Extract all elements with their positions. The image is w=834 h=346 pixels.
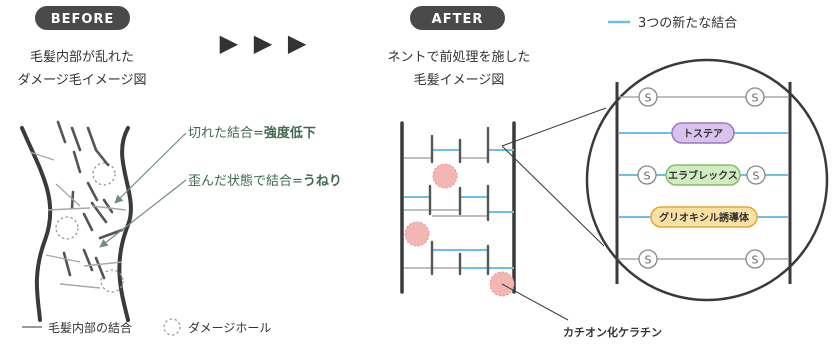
zoom-leader-top <box>501 107 607 147</box>
tostea-badge <box>671 122 735 144</box>
damage-hole <box>55 216 79 240</box>
disulfide-bond-right <box>746 165 766 185</box>
damaged-hair <box>20 120 133 322</box>
broken-bonds <box>56 120 124 280</box>
before-pill <box>35 6 130 30</box>
damage-hole <box>100 269 124 293</box>
legend-inner-bonds: 毛髪内部の結合 <box>48 320 132 335</box>
after-pill <box>410 6 505 30</box>
damaged-strand-left <box>20 126 53 322</box>
tostea-label: トステア <box>683 128 723 140</box>
legend-new-bonds: 3つの新たな結合 <box>638 15 737 31</box>
glyoxyl-badge <box>650 206 758 228</box>
s-symbol: S <box>753 170 760 183</box>
s-symbol: S <box>645 254 652 267</box>
s-symbol: S <box>752 254 759 267</box>
distorted-bond-arrow <box>99 179 187 248</box>
disulfide-bond-left <box>637 165 657 185</box>
elablex-badge <box>665 164 741 186</box>
before-pill-label: BEFORE <box>51 12 115 27</box>
after-caption-line1: ネントで前処理を施した <box>387 49 530 65</box>
cationic-leader-line <box>501 283 569 321</box>
repaired-hair <box>400 121 516 297</box>
disulfide-bond-right <box>745 249 765 269</box>
inner-bonds <box>29 151 127 289</box>
cationic-keratin <box>432 163 458 189</box>
legend-damage-hole-swatch <box>163 318 181 336</box>
annotation-broken: 切れた結合=強度低下 <box>188 125 316 141</box>
legend-damage-hole: ダメージホール <box>188 320 271 335</box>
disulfide-bond-right <box>745 87 765 107</box>
s-symbol: S <box>645 92 652 105</box>
cationic-keratin-label: カチオン化ケラチン <box>563 325 662 339</box>
bond-stubs <box>428 126 490 276</box>
s-symbol: S <box>644 170 651 183</box>
zoom-leader-bottom <box>501 145 605 247</box>
zoom-detail: S S トステア S エラブレックス S グリオキシル誘導体 S S <box>585 58 829 302</box>
disulfide-bond-left <box>638 87 658 107</box>
disulfide-bond-left <box>638 249 658 269</box>
before-caption-line1: 毛髪内部が乱れた <box>30 49 134 65</box>
before-caption-line2: ダメージ毛イメージ図 <box>17 73 146 88</box>
annotation-distorted: 歪んだ状態で結合=うねり <box>188 173 342 189</box>
elablex-label: エラブレックス <box>668 169 738 182</box>
transition-arrows: ▶ ▶ ▶ <box>220 29 311 57</box>
after-pill-label: AFTER <box>432 12 484 27</box>
s-symbol: S <box>752 92 759 105</box>
after-caption-line2: 毛髪イメージ図 <box>414 73 505 88</box>
glyoxyl-label: グリオキシル誘導体 <box>659 211 750 224</box>
cationic-keratin <box>404 221 430 247</box>
damage-hole <box>92 162 116 186</box>
broken-bond-arrow <box>114 132 187 204</box>
inner-bonds <box>404 157 488 269</box>
